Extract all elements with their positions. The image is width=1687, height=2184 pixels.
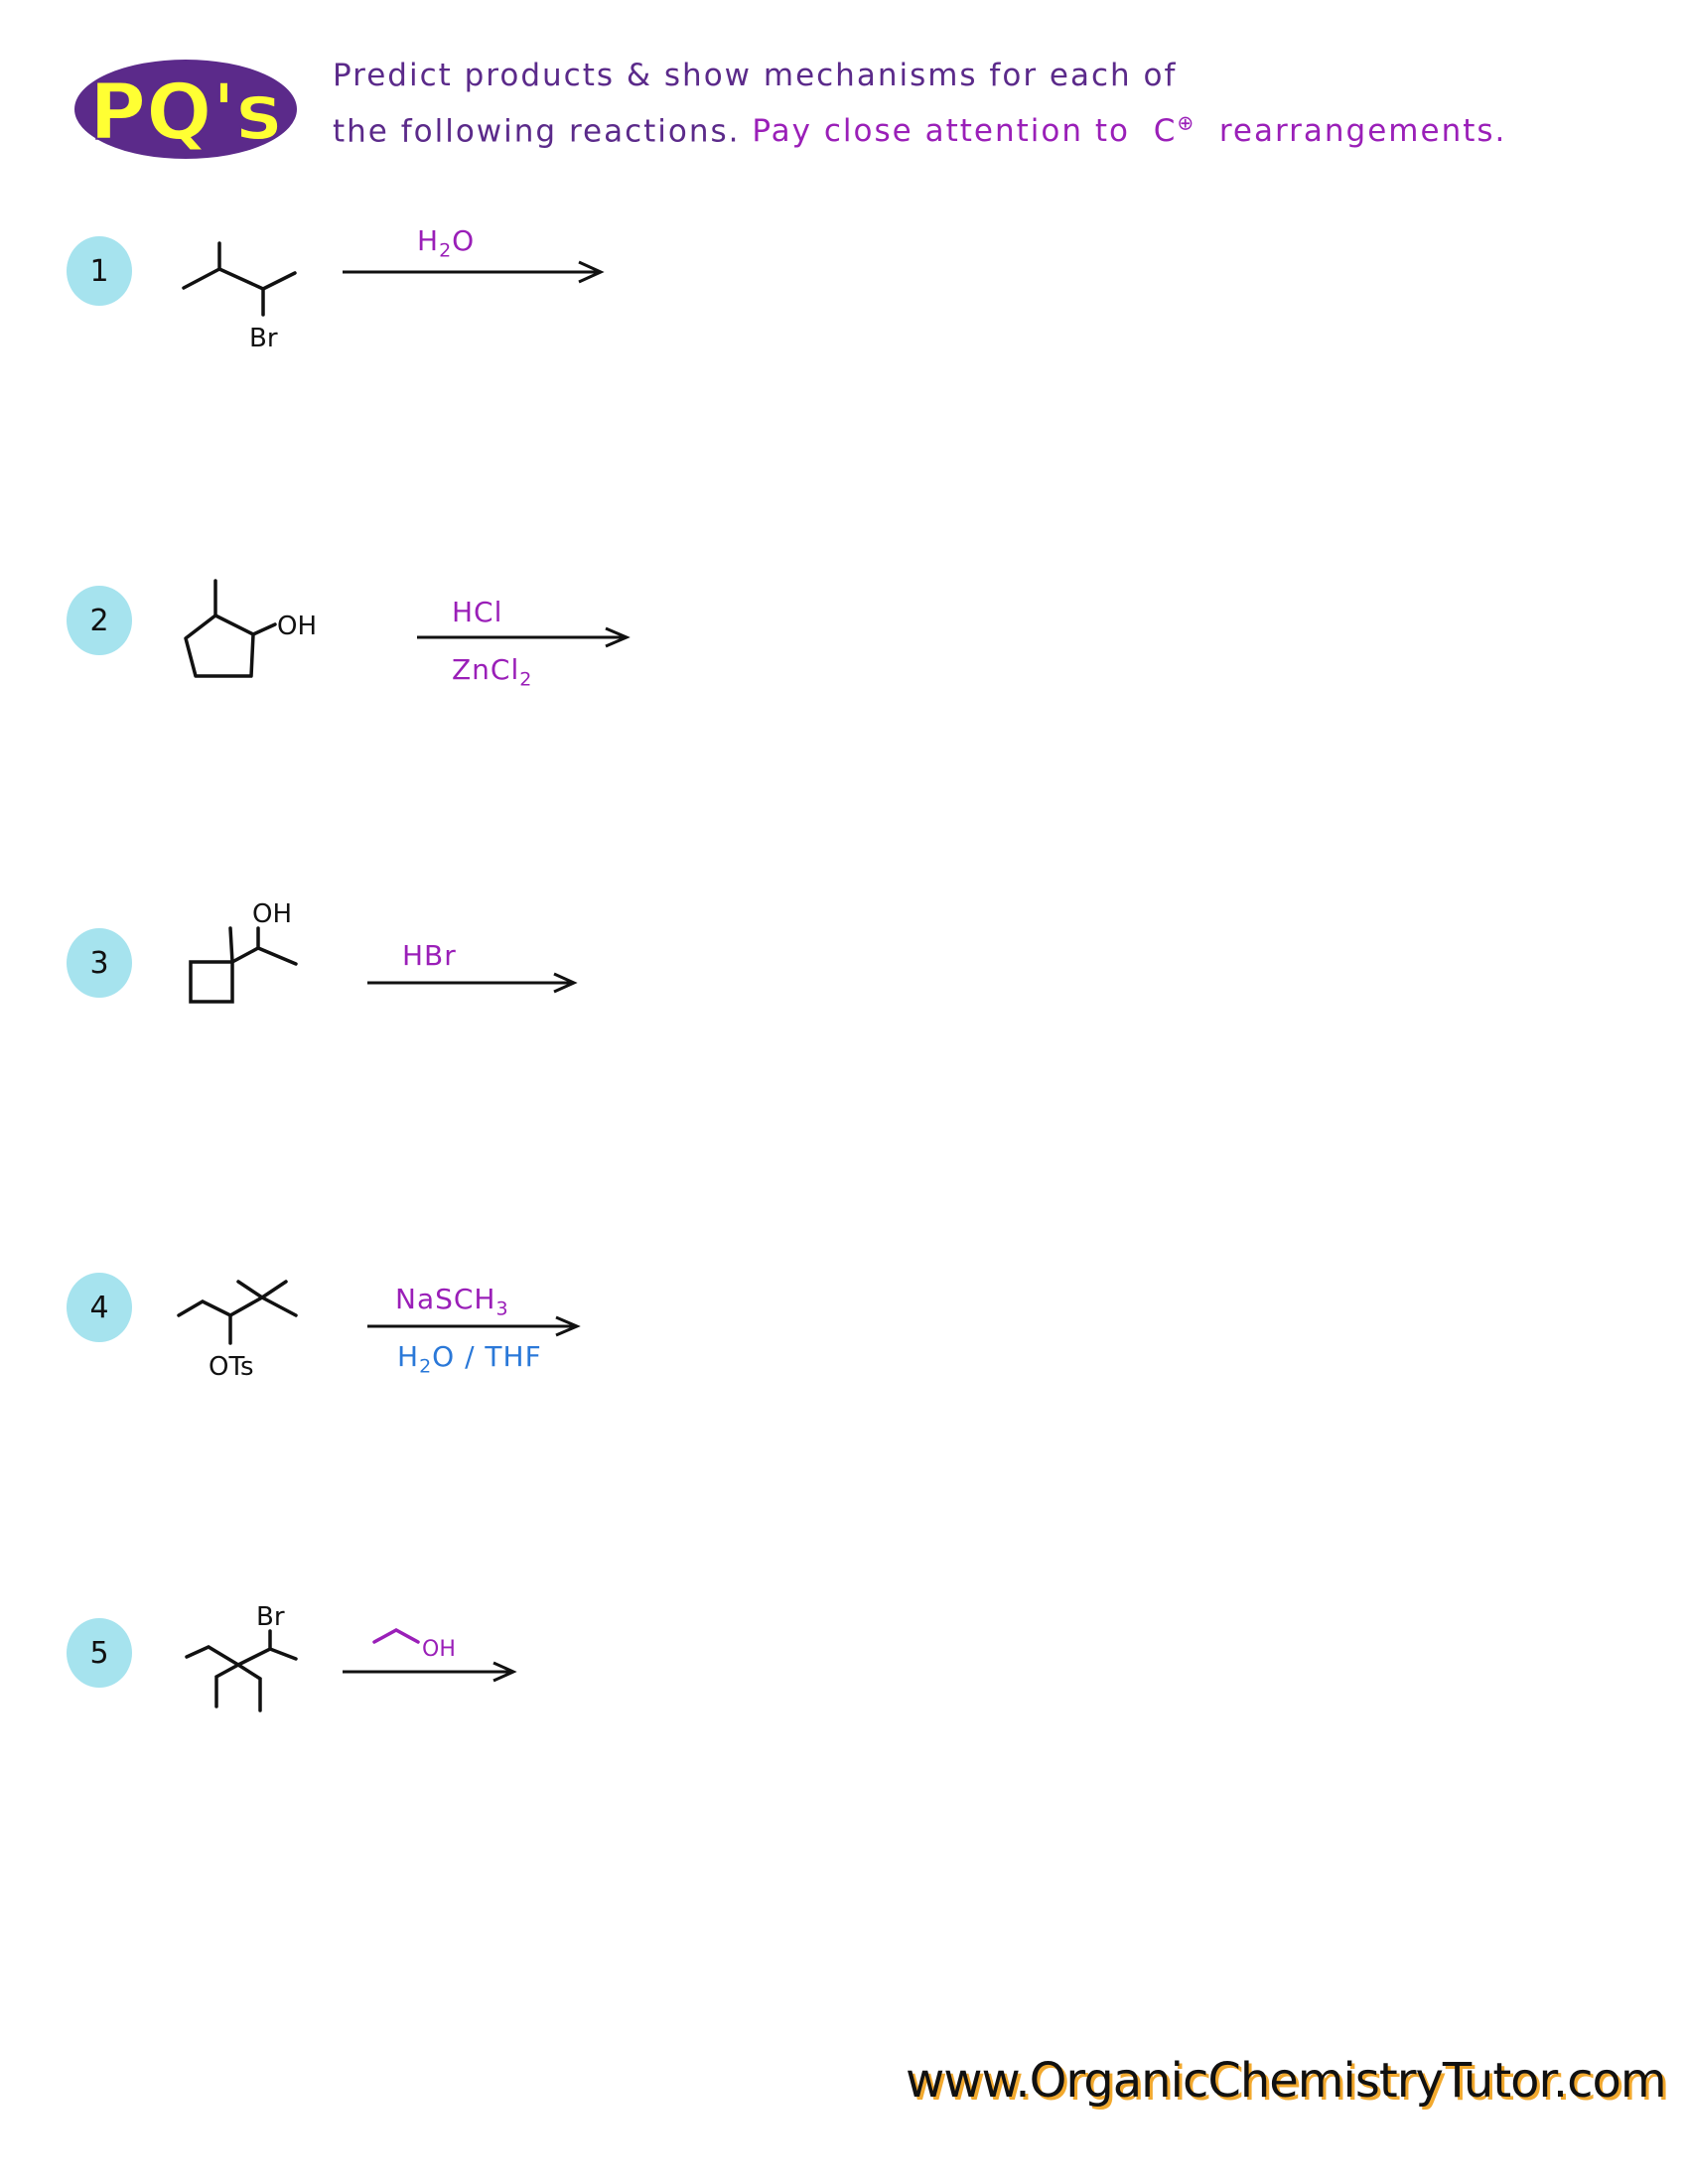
problem-number-badge: 5: [67, 1618, 132, 1688]
instructions-emphasis: Pay close attention to C⊕ rearrangements…: [752, 111, 1507, 150]
substrate-structure-5: Br: [185, 1602, 298, 1712]
svg-text:OTs: OTs: [209, 1352, 254, 1382]
problem-number-badge: 1: [67, 236, 132, 306]
reaction-arrow-5: [343, 1661, 517, 1683]
reagent-above-1: H2O: [417, 224, 476, 262]
problem-number-badge: 4: [67, 1273, 132, 1342]
problem-number-badge: 3: [67, 928, 132, 998]
reaction-arrow-3: [367, 972, 578, 994]
instructions-line-2: the following reactions. Pay close atten…: [333, 111, 1506, 149]
reaction-arrow-4: [367, 1315, 581, 1337]
problem-number-badge: 2: [67, 586, 132, 655]
substrate-structure-2: OH: [184, 579, 317, 678]
substrate-structure-3: OH: [189, 899, 298, 1004]
reagent-below-4: H2O / THF: [397, 1340, 542, 1378]
reaction-arrow-1: [343, 260, 605, 284]
substrate-structure-1: Br: [182, 241, 297, 353]
website-footer: www.OrganicChemistryTutor.com: [906, 2053, 1667, 2109]
reagent-below-2: ZnCl2: [452, 653, 533, 691]
svg-text:PQ's: PQ's: [89, 68, 282, 158]
substrate-structure-4: OTs: [177, 1280, 298, 1382]
svg-text:Br: Br: [256, 1602, 285, 1632]
plus-charge-icon: ⊕: [1177, 111, 1196, 135]
carbocation-symbol: C: [1153, 113, 1178, 150]
instructions-line-1: Predict products & show mechanisms for e…: [333, 58, 1178, 93]
reagent-above-4: NaSCH3: [395, 1283, 509, 1320]
reaction-arrow-2: [417, 626, 631, 648]
svg-text:OH: OH: [422, 1637, 456, 1662]
svg-text:OH: OH: [277, 612, 317, 641]
reagent-above-3: HBr: [402, 939, 457, 972]
instructions-text: the following reactions.: [333, 113, 741, 150]
reagent-above-2: HCl: [452, 596, 503, 628]
svg-text:OH: OH: [252, 899, 292, 929]
pqs-logo: PQ's: [74, 60, 297, 159]
svg-text:Br: Br: [249, 324, 278, 353]
ethanol-reagent-structure: OH: [372, 1628, 456, 1662]
